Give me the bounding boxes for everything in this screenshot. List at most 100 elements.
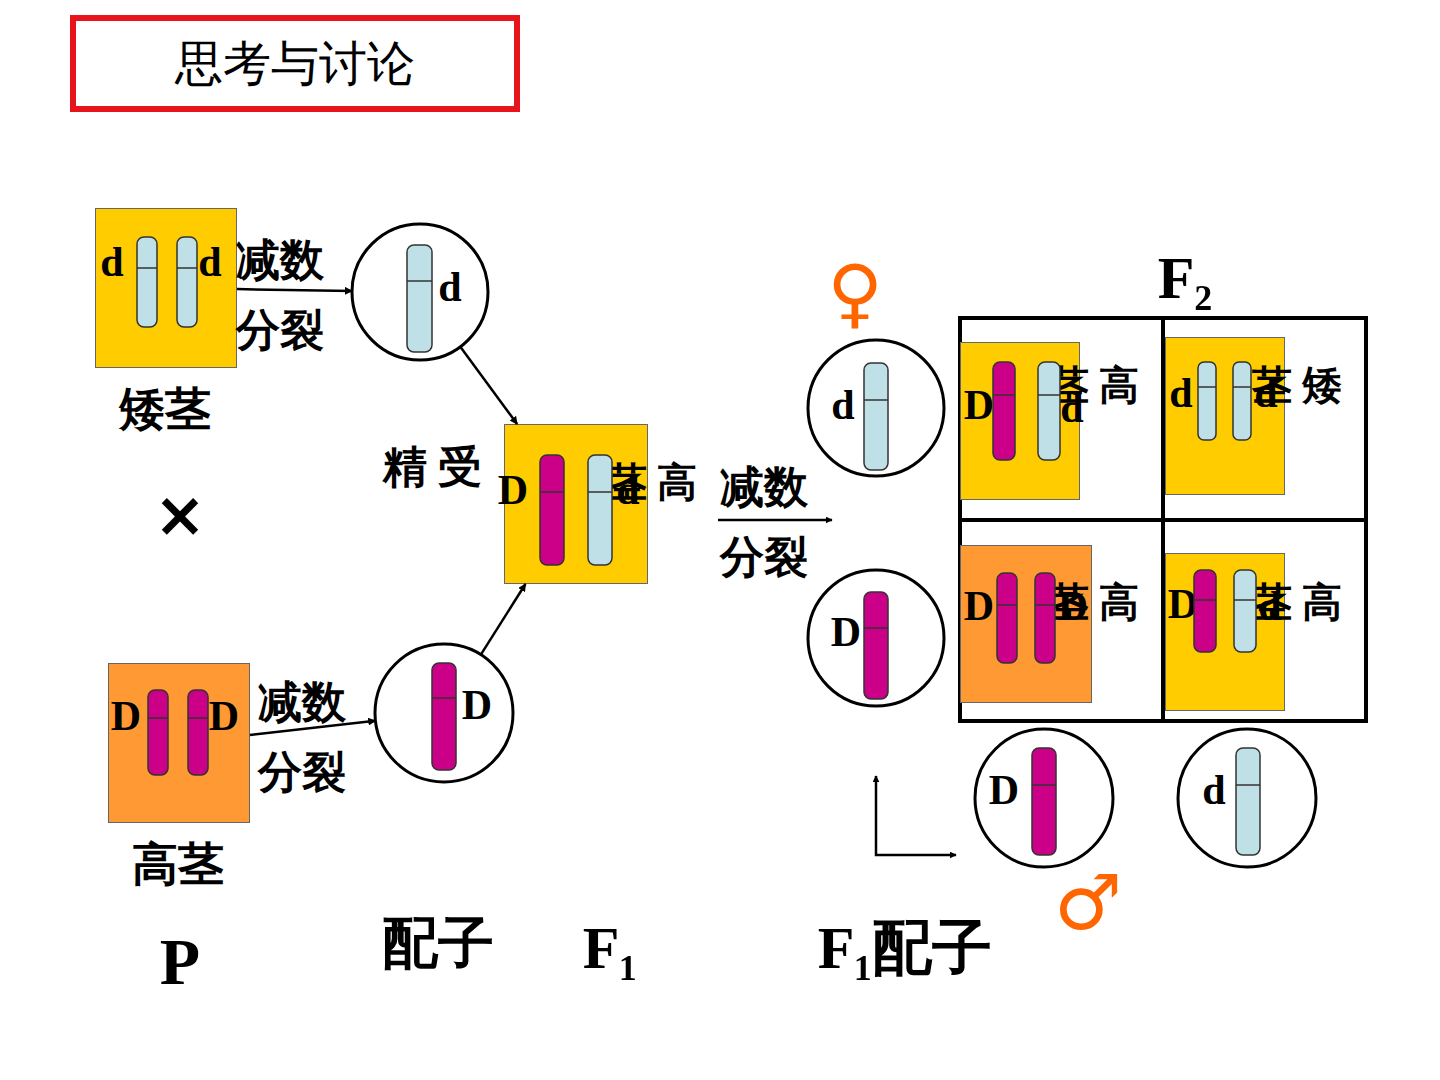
- chromosome: [137, 237, 157, 327]
- grid-divider: [958, 518, 1368, 522]
- centromere: [432, 697, 456, 699]
- chromosome: [1032, 748, 1056, 855]
- genotype-box: Dd茎 高: [504, 424, 648, 584]
- gamete-circle: d: [350, 222, 490, 362]
- phenotype-label: 高茎: [132, 834, 224, 896]
- allele-letter: d: [438, 263, 461, 311]
- process-label: 减数 分裂: [230, 226, 330, 366]
- allele-letter: D: [111, 692, 141, 740]
- circle-outline: [1178, 729, 1316, 867]
- centromere: [993, 394, 1015, 396]
- chromosome: [993, 362, 1015, 460]
- connector-arrow: [481, 584, 526, 655]
- phenotype-label: 茎 高: [1049, 358, 1139, 413]
- generation-label: F₂: [1158, 244, 1213, 313]
- chromosome: [148, 690, 168, 775]
- genotype-box: Dd茎 高: [960, 342, 1080, 500]
- chromosome: [997, 573, 1017, 663]
- allele-letter: D: [964, 582, 994, 630]
- connector-arrow: [237, 289, 352, 291]
- phenotype-label: 茎 矮: [1252, 358, 1342, 413]
- centromere: [177, 267, 197, 269]
- axis-arrow: [876, 776, 956, 855]
- chromosome: [864, 592, 888, 699]
- gamete-circle: d: [1176, 727, 1318, 869]
- centromere: [588, 491, 612, 493]
- circle-outline: [806, 568, 946, 708]
- generation-label: F₁配子: [818, 918, 993, 978]
- circle-outline: [808, 340, 944, 476]
- circle-outline: [1176, 727, 1318, 869]
- grid-divider: [1161, 316, 1165, 723]
- phenotype-label: 茎 高: [1049, 575, 1139, 630]
- gamete-circle: d: [806, 338, 946, 478]
- punnett-grid: F₂Dd茎 高dd茎 矮DD茎 高Dd茎 高: [958, 316, 1368, 723]
- circle-outline: [352, 224, 488, 360]
- circle-outline: [375, 644, 513, 782]
- chromosome: [1198, 362, 1216, 440]
- allele-letter: D: [989, 766, 1019, 814]
- chromosome: [1233, 362, 1251, 440]
- chromosome: [1234, 570, 1256, 652]
- centromere: [1233, 386, 1251, 388]
- centromere: [1236, 784, 1260, 786]
- chromosome: [588, 455, 612, 565]
- allele-letter: d: [831, 381, 854, 429]
- connector-arrow: [250, 721, 375, 735]
- chromosome: [864, 363, 888, 470]
- centromere: [1234, 599, 1256, 601]
- female-symbol: ♀: [827, 255, 883, 331]
- process-label: 减数 分裂: [252, 668, 352, 808]
- gamete-circle: D: [973, 727, 1115, 869]
- generation-label: 配子: [382, 915, 494, 971]
- allele-letter: d: [100, 238, 123, 286]
- centromere: [864, 627, 888, 629]
- allele-letter: D: [964, 381, 994, 429]
- chromosome: [188, 690, 208, 775]
- allele-letter: D: [831, 608, 861, 656]
- genotype-box: dd矮茎: [95, 208, 237, 368]
- allele-letter: D: [1168, 580, 1198, 628]
- connector-arrow: [460, 347, 517, 424]
- cross-symbol: ×: [154, 484, 206, 546]
- centromere: [1198, 386, 1216, 388]
- allele-letter: D: [209, 692, 239, 740]
- phenotype-label: 矮茎: [119, 379, 211, 441]
- gamete-circle: D: [373, 642, 515, 784]
- genotype-box: DD高茎: [108, 663, 250, 823]
- generation-label: P: [160, 929, 200, 995]
- circle-outline: [808, 570, 944, 706]
- chromosome: [1035, 573, 1055, 663]
- chromosome: [1038, 362, 1060, 460]
- centromere: [1035, 604, 1055, 606]
- centromere: [137, 267, 157, 269]
- circle-outline: [350, 222, 490, 362]
- centromere: [1194, 599, 1216, 601]
- chromosome: [1194, 570, 1216, 652]
- chromosome: [1236, 748, 1260, 855]
- genotype-box: DD茎 高: [960, 545, 1092, 703]
- diagram-title: 思考与讨论: [70, 15, 520, 112]
- allele-letter: D: [462, 681, 492, 729]
- process-label: 精 受: [383, 446, 482, 490]
- chromosome: [432, 663, 456, 770]
- centromere: [188, 717, 208, 719]
- allele-letter: d: [198, 238, 221, 286]
- circle-outline: [806, 338, 946, 478]
- centromere: [407, 280, 432, 282]
- meiosis-arrow: [718, 519, 832, 522]
- gamete-circle: D: [806, 568, 946, 708]
- allele-letter: d: [1169, 369, 1192, 417]
- centromere: [148, 717, 168, 719]
- centromere: [1032, 784, 1056, 786]
- centromere: [997, 604, 1017, 606]
- genotype-box: dd茎 矮: [1165, 337, 1285, 495]
- phenotype-label: 茎 高: [607, 455, 697, 510]
- centromere: [1038, 394, 1060, 396]
- generation-label: F₁: [583, 918, 638, 978]
- centromere: [864, 399, 888, 401]
- chromosome: [407, 245, 432, 352]
